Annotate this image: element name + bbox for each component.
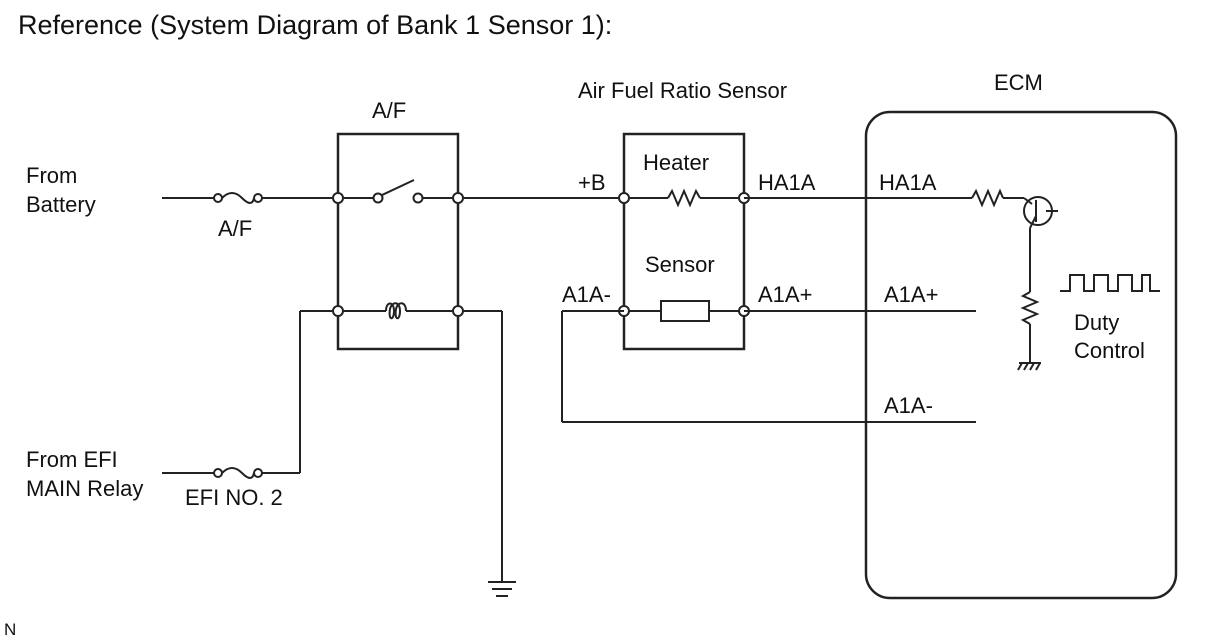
duty-control-label-line1: Duty [1074, 310, 1119, 335]
ecm-pin-ha1a-label: HA1A [879, 170, 937, 195]
sensor-label: Sensor [645, 252, 715, 277]
relay-switch-icon [338, 179, 458, 204]
af-fuse-icon [213, 193, 263, 203]
from-battery-label-line2: Battery [26, 192, 96, 217]
relay-title: A/F [372, 98, 406, 123]
duty-control-label-line2: Control [1074, 338, 1145, 363]
pin-plus-b-label: +B [578, 170, 606, 195]
relay-ground-wire [458, 310, 503, 582]
pulldown-resistor-icon [1020, 228, 1040, 362]
efi-fuse-label: EFI NO. 2 [185, 485, 283, 510]
sensor-pin-a1a-minus-label: A1A- [562, 282, 611, 307]
relay-terminal-nodes [332, 192, 464, 317]
ecm-pin-a1a-minus-label: A1A- [884, 393, 933, 418]
battery-wire [162, 192, 338, 204]
af-relay: A/F [336, 98, 460, 351]
relay-coil-icon [338, 302, 458, 320]
af-fuse-label: A/F [218, 216, 252, 241]
sensor-title: Air Fuel Ratio Sensor [578, 78, 787, 103]
air-fuel-ratio-sensor: Air Fuel Ratio Sensor Heater Sensor [578, 78, 787, 351]
sensor-element-icon [624, 300, 744, 322]
ecm-resistor-icon [971, 188, 1024, 208]
efi-wire [162, 310, 338, 479]
ecm-title: ECM [994, 70, 1043, 95]
ecm-pin-a1a-plus-label: A1A+ [884, 282, 938, 307]
heater-label: Heater [643, 150, 709, 175]
ground-icon [488, 581, 516, 597]
efi-fuse-icon [213, 468, 263, 478]
from-efi-label-line2: MAIN Relay [26, 476, 143, 501]
transistor-icon [1023, 196, 1058, 229]
a1a-minus-wire [561, 310, 976, 423]
chassis-ground-icon [1017, 362, 1041, 371]
ecm: ECM [864, 70, 1178, 600]
diagram-title: Reference (System Diagram of Bank 1 Sens… [18, 10, 612, 40]
from-efi-label-line1: From EFI [26, 447, 118, 472]
pulse-waveform-icon [1060, 274, 1160, 292]
sensor-pin-a1a-plus-label: A1A+ [758, 282, 812, 307]
footer-mark: N [4, 620, 16, 639]
from-battery-label-line1: From [26, 163, 77, 188]
sensor-pin-ha1a-label: HA1A [758, 170, 816, 195]
heater-resistor-icon [624, 188, 744, 208]
